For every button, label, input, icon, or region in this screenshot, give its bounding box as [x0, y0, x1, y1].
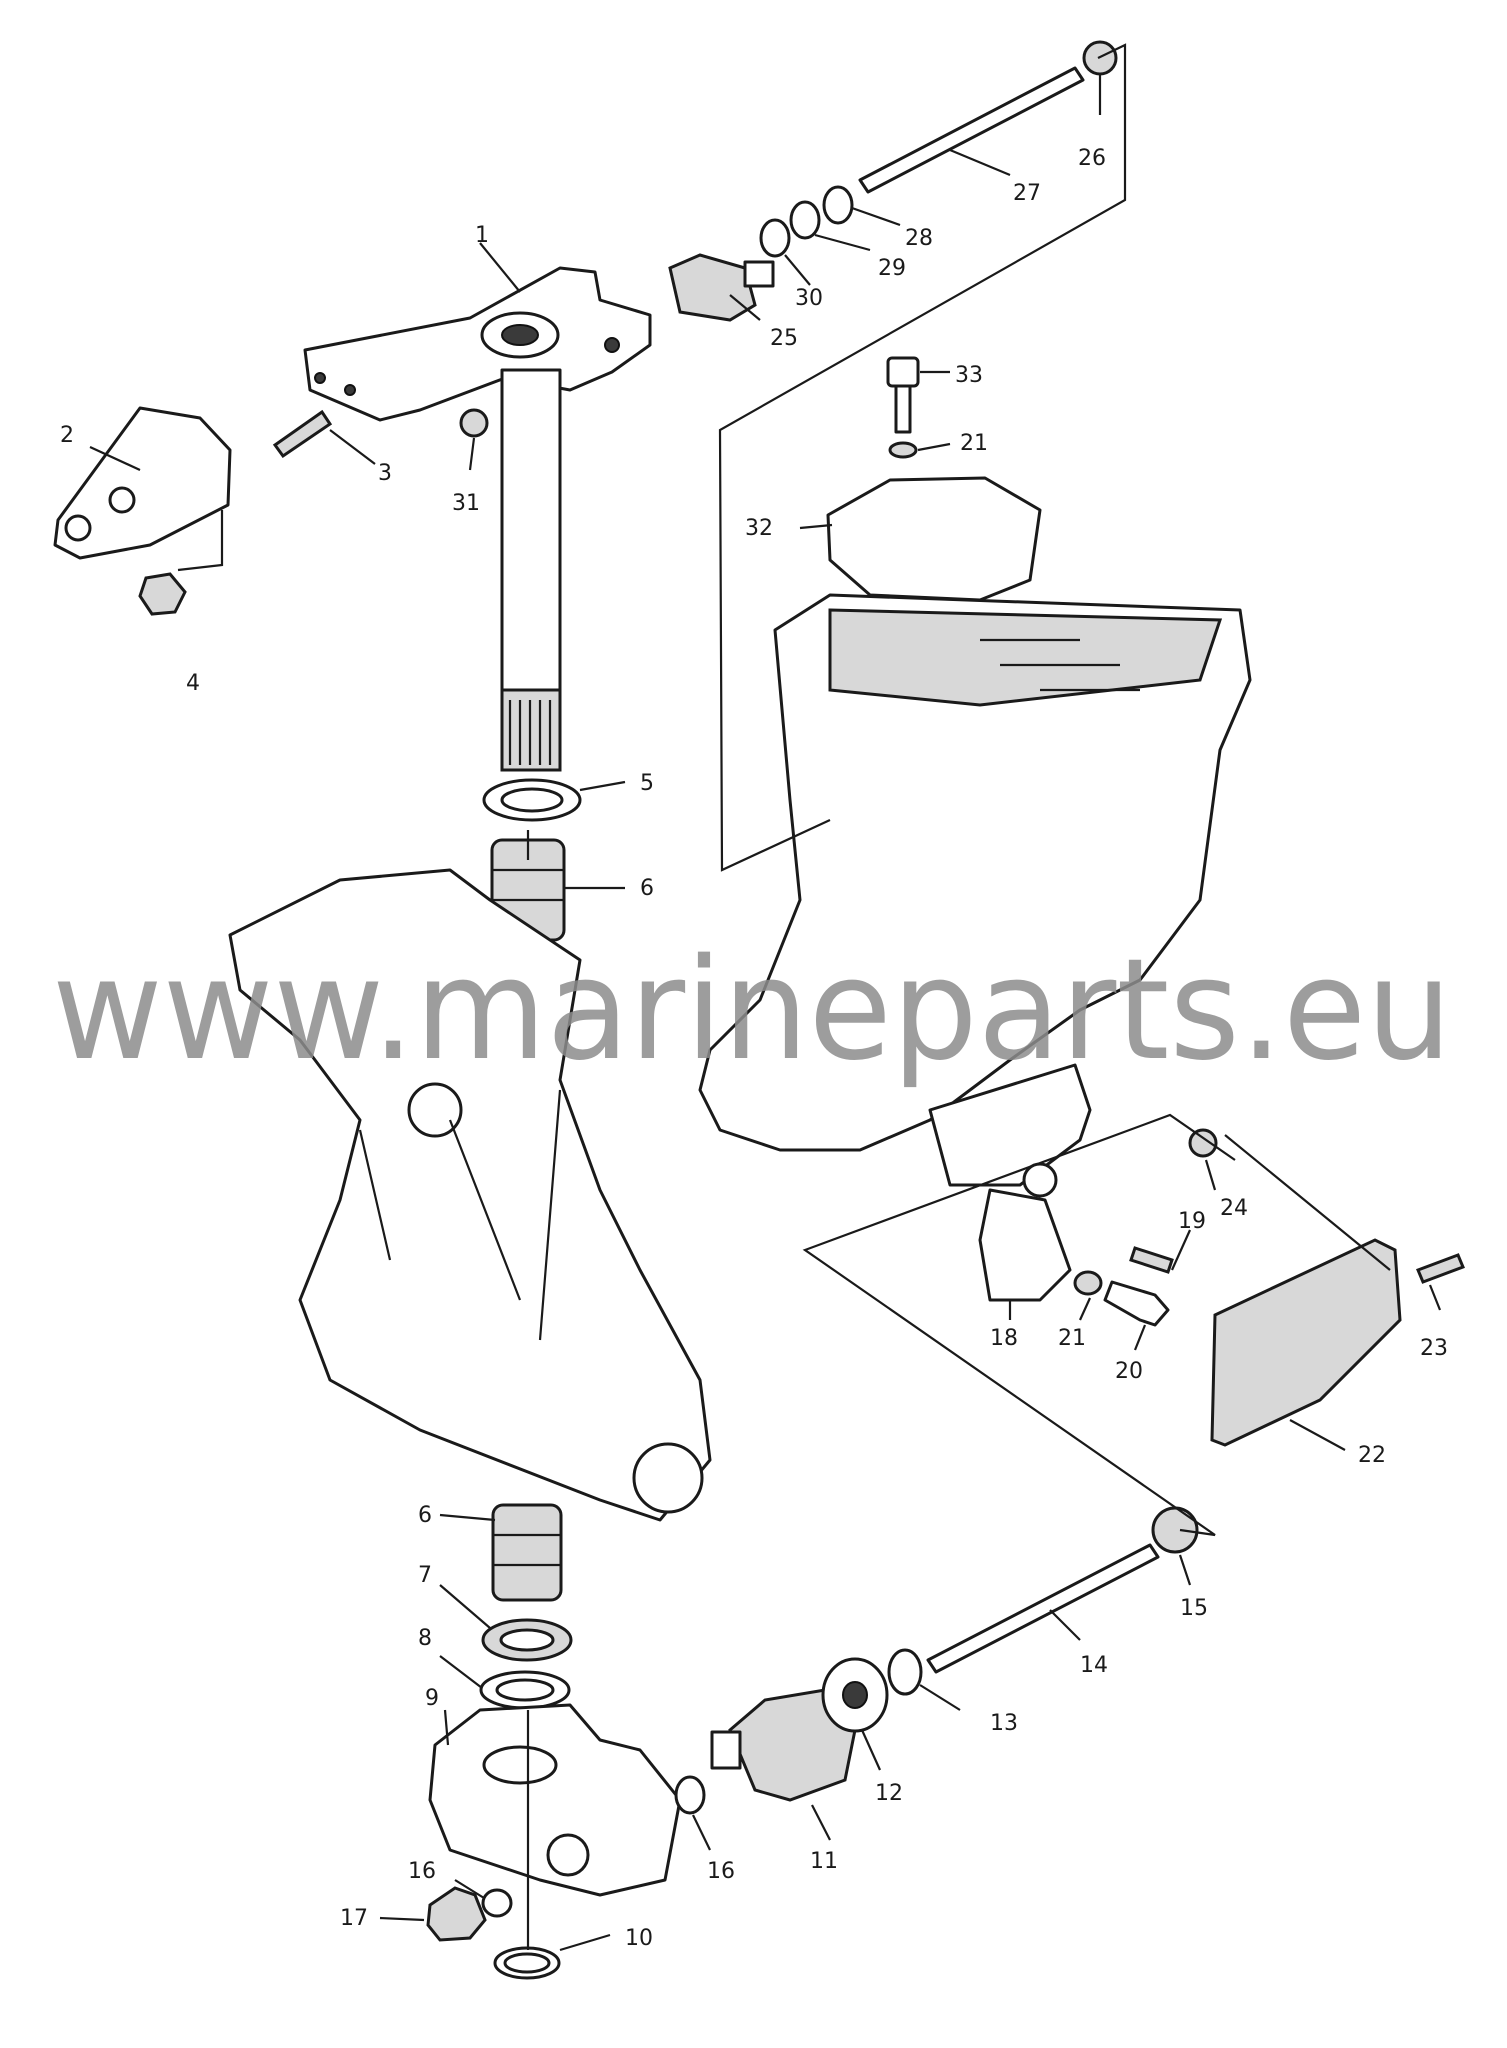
part-mount-upper — [668, 253, 775, 322]
callout-21-lower: 21 — [1058, 1326, 1086, 1351]
part-washer-29 — [789, 200, 821, 240]
callout-5: 5 — [640, 771, 654, 796]
part-long-bolt-upper — [858, 66, 1085, 194]
part-screw-23 — [1416, 1253, 1465, 1284]
part-long-bolt-lower — [926, 1543, 1160, 1674]
part-washer-16-right — [674, 1775, 706, 1815]
part-washer-30 — [759, 218, 791, 258]
callout-7: 7 — [418, 1563, 432, 1588]
part-nut — [138, 572, 187, 616]
part-bearing — [481, 1618, 573, 1662]
part-washer-16-left — [481, 1888, 513, 1918]
callout-31: 31 — [452, 491, 480, 516]
part-bracket — [53, 406, 232, 560]
part-upper-yoke — [303, 266, 652, 422]
callout-2: 2 — [60, 423, 74, 448]
callout-27: 27 — [1013, 181, 1041, 206]
callout-17: 17 — [340, 1906, 368, 1931]
callout-8: 8 — [418, 1626, 432, 1651]
part-driveshaft-housing — [698, 593, 1252, 1152]
callout-15: 15 — [1180, 1596, 1208, 1621]
callout-20: 20 — [1115, 1359, 1143, 1384]
callout-6-lower: 6 — [418, 1503, 432, 1528]
callout-32: 32 — [745, 516, 773, 541]
callout-16-left: 16 — [408, 1859, 436, 1884]
callout-21-upper: 21 — [960, 431, 988, 456]
callout-4: 4 — [186, 671, 200, 696]
callout-1: 1 — [475, 223, 489, 248]
part-lower-yoke — [428, 1703, 682, 1897]
callout-14: 14 — [1080, 1653, 1108, 1678]
callout-3: 3 — [378, 461, 392, 486]
callout-18: 18 — [990, 1326, 1018, 1351]
part-washer-13 — [887, 1648, 923, 1696]
part-washer-28 — [822, 185, 854, 225]
part-lower-mount-housing — [928, 1063, 1092, 1302]
part-plug — [1188, 1128, 1218, 1158]
callout-23: 23 — [1420, 1336, 1448, 1361]
part-bolt-top — [886, 356, 920, 434]
callout-9: 9 — [425, 1686, 439, 1711]
part-mount-lower — [710, 1688, 857, 1802]
part-clamp-top — [826, 476, 1042, 602]
part-plate-washer — [821, 1657, 889, 1733]
callout-6-upper: 6 — [640, 876, 654, 901]
part-stud — [272, 409, 333, 459]
callout-25: 25 — [770, 326, 798, 351]
part-washer-21-upper — [888, 441, 918, 459]
callout-13: 13 — [990, 1711, 1018, 1736]
part-cap-nut — [426, 1886, 487, 1942]
callout-33: 33 — [955, 363, 983, 388]
callout-11: 11 — [810, 1849, 838, 1874]
callout-28: 28 — [905, 226, 933, 251]
callout-labels: 1 2 3 4 5 6 6 7 8 9 10 11 12 13 14 15 16… — [60, 146, 1448, 1951]
part-cover-pad — [1210, 1238, 1402, 1447]
part-seal-ring — [493, 1946, 561, 1980]
callout-16-right: 16 — [707, 1859, 735, 1884]
callout-24: 24 — [1220, 1196, 1248, 1221]
part-steering-shaft — [500, 368, 562, 772]
watermark-text: www.marineparts.eu — [52, 929, 1452, 1092]
part-screw-19 — [1129, 1246, 1174, 1274]
callout-12: 12 — [875, 1781, 903, 1806]
callout-22: 22 — [1358, 1443, 1386, 1468]
callout-29: 29 — [878, 256, 906, 281]
callout-26: 26 — [1078, 146, 1106, 171]
part-swivel-bracket — [228, 868, 712, 1522]
callout-10: 10 — [625, 1926, 653, 1951]
part-washer-lower — [479, 1670, 571, 1710]
callout-19: 19 — [1178, 1209, 1206, 1234]
callout-30: 30 — [795, 286, 823, 311]
part-washer-21-lower — [1073, 1270, 1103, 1296]
part-bushing-lower — [491, 1503, 563, 1602]
part-nut-15 — [1151, 1506, 1199, 1554]
leader-lines — [89, 43, 1442, 1952]
part-bolt-20 — [1103, 1280, 1170, 1327]
part-washer-upper — [482, 778, 582, 822]
part-small-nut — [459, 408, 489, 438]
